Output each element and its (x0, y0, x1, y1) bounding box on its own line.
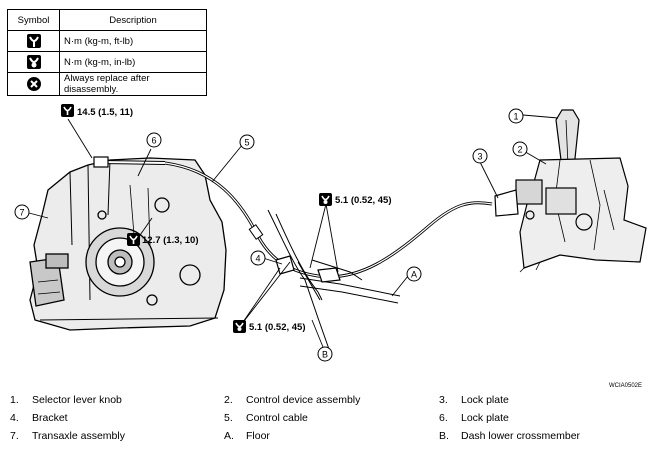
legend-item: 5.Control cable (224, 412, 308, 424)
callout-5: 5 (244, 138, 249, 148)
torque-wrench-icon (26, 34, 41, 48)
callout-circle (406, 266, 422, 282)
torque-label: 12.7 (1.3, 10) (142, 235, 199, 246)
symbol-description: Always replace after disassembly. (59, 72, 207, 96)
legend-item: 1.Selector lever knob (10, 394, 122, 406)
control-cable-diagram: 14.5 (1.5, 11) 12.7 (1.3, 10) 5.1 (0.52,… (14, 104, 647, 389)
callout-circle (512, 141, 528, 157)
bracket (275, 255, 341, 283)
callout-7: 7 (19, 208, 24, 218)
symbol-row: N·m (kg-m, in-lb) (7, 51, 207, 73)
callout-1: 1 (513, 112, 518, 122)
legend-item: B.Dash lower crossmember (439, 430, 581, 442)
callout-circle (146, 132, 162, 148)
callout-circle (317, 346, 333, 362)
torque-label: 5.1 (0.52, 45) (335, 195, 392, 206)
callout-4: 4 (255, 254, 260, 264)
legend-item: 7.Transaxle assembly (10, 430, 125, 442)
torque-inlb-icon (233, 320, 246, 333)
legend-item: 6.Lock plate (439, 412, 509, 424)
legend-item: 2.Control device assembly (224, 394, 361, 406)
torque-label: 14.5 (1.5, 11) (77, 107, 133, 118)
torque-inlb-icon (319, 193, 332, 206)
callout-a: A (411, 270, 417, 280)
parts-legend: 1.Selector lever knob 2.Control device a… (10, 394, 640, 448)
torque-icon (61, 104, 74, 117)
control-cable (93, 156, 493, 279)
torque-icon (127, 233, 140, 246)
symbol-row: Always replace after disassembly. (7, 72, 207, 96)
callout-3: 3 (477, 152, 482, 162)
legend-item: 4.Bracket (10, 412, 68, 424)
always-replace-icon (26, 77, 41, 91)
torque-wrench-inlb-icon (26, 55, 41, 69)
callout-circle (250, 250, 266, 266)
callout-circle (239, 134, 255, 150)
floor-and-crossmember (267, 209, 401, 353)
callout-circle (508, 108, 524, 124)
control-device-assembly (494, 109, 647, 273)
figure-code: WCIA0502E (609, 383, 642, 389)
torque-label: 5.1 (0.52, 45) (249, 322, 306, 333)
callout-b: B (322, 350, 328, 360)
legend-item: 3.Lock plate (439, 394, 509, 406)
legend-item: A.Floor (224, 430, 270, 442)
callout-circle (14, 204, 30, 220)
callout-6: 6 (151, 136, 156, 146)
symbol-table: Symbol Description N·m (kg-m, ft-lb) N·m… (7, 9, 207, 96)
callout-2: 2 (517, 145, 522, 155)
callout-circle (472, 148, 488, 164)
